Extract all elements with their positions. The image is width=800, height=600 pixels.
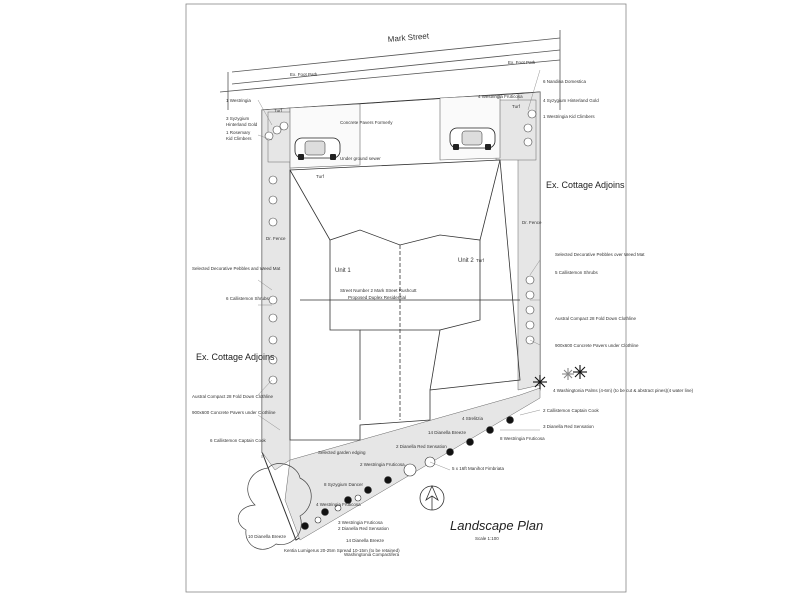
shrubs-bottom	[301, 416, 514, 530]
label-right: 900x600 Concrete Pavers under Clothline	[555, 343, 639, 348]
center-note-1: Street Number 2 Mark Street Rushcutt	[340, 288, 417, 293]
label-left: Austral Compact 28 Fold Down Clothline	[192, 394, 274, 399]
label-left: 1 Westringia	[226, 98, 251, 103]
svg-text:Turf: Turf	[512, 104, 521, 109]
label-right: Austral Compact 28 Fold Down Clothline	[555, 316, 637, 321]
label-bottom: 14 Dianella Breeze	[428, 430, 467, 435]
center-note-2: Proposed Duplex Residential	[348, 295, 406, 300]
building-footprint	[289, 159, 521, 441]
label-left: 900x600 Concrete Pavers under Clothline	[192, 410, 276, 415]
svg-text:Turf: Turf	[476, 258, 485, 263]
leader-lines	[257, 69, 541, 471]
label-right: 5 x 16ft Manihot Fimbriata	[452, 466, 505, 471]
label-left: 6 Callistemon Captain Cook	[210, 438, 267, 443]
labels-bottom: 14 Dianella Breeze 2 Dianella Red Sensat…	[248, 430, 467, 557]
palm-note: 4 Washingtonia Palms (4-6m) (to be cut &…	[553, 388, 694, 393]
label-right: Selected Decorative Pebbles over Weed Ma…	[555, 252, 645, 257]
label-left: Selected garden edging	[318, 450, 366, 455]
label-bottom: 4 Westringia Fruticosa	[316, 502, 361, 507]
palm-icons	[533, 365, 587, 389]
label-left: 6 Callistemon Shrubs	[226, 296, 270, 301]
drawing-title: Landscape Plan	[450, 518, 543, 533]
svg-text:Turf: Turf	[316, 174, 325, 179]
label-bottom: 8 Syzygium Dancer	[324, 482, 364, 487]
dimension-labels: Ex. Foot Path Ex. Foot Path Turf Turf Tu…	[266, 60, 542, 263]
label-left: 3 Syzygium	[226, 116, 250, 121]
adjoin-right: Ex. Cottage Adjoins	[546, 180, 625, 190]
labels-right: 6 Nandina Domestica 4 Westringia Frutico…	[452, 79, 645, 471]
unit-1-label: Unit 1	[335, 268, 351, 274]
label-left: Kid Climbers	[226, 136, 252, 141]
label-right: 1 Westringia Kid Climbers	[543, 114, 595, 119]
svg-text:Ex. Foot Path: Ex. Foot Path	[290, 72, 318, 77]
shrubs-left	[264, 121, 289, 385]
label-right: 4 Syzygium Hinterland Gold	[543, 98, 599, 103]
svg-text:Ex. Foot Path: Ex. Foot Path	[508, 60, 536, 65]
drawing-scale: Scale 1:100	[475, 536, 499, 541]
car-left	[294, 137, 341, 160]
label-bottom: 2 Dianella Red Sensation	[338, 526, 389, 531]
svg-text:Dr. Fence: Dr. Fence	[522, 220, 542, 225]
label-right: 3 Dianella Red Sensation	[543, 424, 594, 429]
label-bottom: 10 Dianella Breeze	[248, 534, 287, 539]
label-left: 1 Rosemary	[226, 130, 251, 135]
label-right: 4 Westringia Fruticosa	[478, 94, 523, 99]
label-bottom: Kentia Lumigerus 20-25m Spread 10-15m (t…	[284, 548, 400, 553]
adjoin-left: Ex. Cottage Adjoins	[196, 352, 275, 362]
label-right: 8 Westringia Fruticosa	[500, 436, 545, 441]
label-right: 5 Callistemon Shrubs	[555, 270, 599, 275]
label-left: Hinterland Gold	[226, 122, 258, 127]
concrete-note: Concrete Pavers Formerly	[340, 120, 393, 125]
shrubs-right	[523, 109, 537, 345]
label-right: 4 Strelitzia	[462, 416, 484, 421]
sheet-border	[185, 3, 627, 593]
label-bottom: 3 Westringia Fruticosa	[338, 520, 383, 525]
svg-text:Dr. Fence: Dr. Fence	[266, 236, 286, 241]
svg-text:Turf: Turf	[274, 108, 283, 113]
label-right: 6 Nandina Domestica	[543, 79, 587, 84]
street	[219, 30, 561, 110]
label-bottom: 2 Westringia Fruticosa	[360, 462, 405, 467]
north-arrow-icon	[419, 484, 445, 511]
label-right: 2 Callistemon Captain Cook	[543, 408, 600, 413]
label-bottom: 2 Dianella Red Sensation	[396, 444, 447, 449]
label-left: Selected Decorative Pebbles and Weed Mat	[192, 266, 281, 271]
roof-note: Under ground sewer	[340, 156, 381, 161]
street-name: Mark Street	[387, 31, 430, 44]
label-bottom: 14 Dianella Breeze	[346, 538, 385, 543]
label-bottom: Washingtonia Compactifera	[344, 552, 400, 557]
unit-2-label: Unit 2	[458, 258, 474, 264]
labels-left: 1 Westringia 3 Syzygium Hinterland Gold …	[192, 98, 366, 455]
car-right	[449, 127, 496, 150]
retained-tree	[237, 463, 312, 550]
